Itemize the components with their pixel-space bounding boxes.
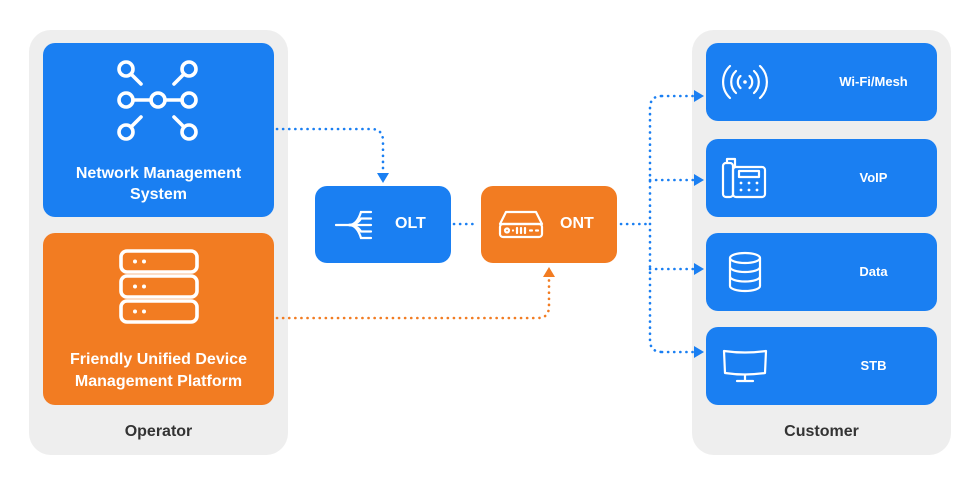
- customer-item-stb: STB: [706, 327, 937, 405]
- nms-title-line1: Network Management: [75, 165, 242, 182]
- olt-label: OLT: [395, 215, 426, 232]
- customer-item-data: Data: [706, 233, 937, 311]
- customer-item-label: Wi-Fi/Mesh: [839, 74, 908, 89]
- tv-monitor-icon: [722, 349, 768, 383]
- fiber-splitter-icon: [335, 210, 373, 240]
- database-icon: [728, 251, 762, 293]
- fudmp-to-ont-connector: [275, 273, 551, 320]
- desk-phone-icon: [721, 157, 767, 199]
- olt-node: OLT: [315, 186, 451, 263]
- fudmp-title-line1: Friendly Unified Device: [70, 351, 247, 368]
- customer-item-voip: VoIP: [706, 139, 937, 217]
- network-management-system-card: Network Management System: [43, 43, 274, 217]
- customer-label: Customer: [784, 423, 859, 440]
- nms-title-line2: System: [130, 186, 187, 203]
- customer-item-label: STB: [860, 358, 887, 373]
- network-nodes-icon: [117, 60, 198, 141]
- customer-item-wifi-mesh: Wi-Fi/Mesh: [706, 43, 937, 121]
- wifi-signal-icon: [722, 64, 768, 100]
- arrow-to-data: [694, 263, 704, 275]
- arrow-to-olt: [377, 173, 389, 183]
- server-stack-icon: [119, 249, 199, 324]
- arrow-to-voip: [694, 174, 704, 186]
- device-management-platform-card: Friendly Unified Device Management Platf…: [43, 233, 274, 405]
- nms-to-olt-connector: [275, 127, 385, 176]
- customer-item-label: Data: [859, 264, 888, 279]
- ont-node: ONT: [481, 186, 617, 263]
- operator-label: Operator: [124, 423, 193, 440]
- arrow-to-wifi: [694, 90, 704, 102]
- customer-item-label: VoIP: [859, 170, 888, 185]
- arrow-to-stb: [694, 346, 704, 358]
- customer-trunk-vertical: [648, 94, 664, 354]
- router-device-icon: [498, 210, 544, 239]
- fudmp-title-line2: Management Platform: [74, 373, 243, 390]
- arrow-to-ont: [543, 267, 555, 277]
- ont-label: ONT: [560, 215, 594, 232]
